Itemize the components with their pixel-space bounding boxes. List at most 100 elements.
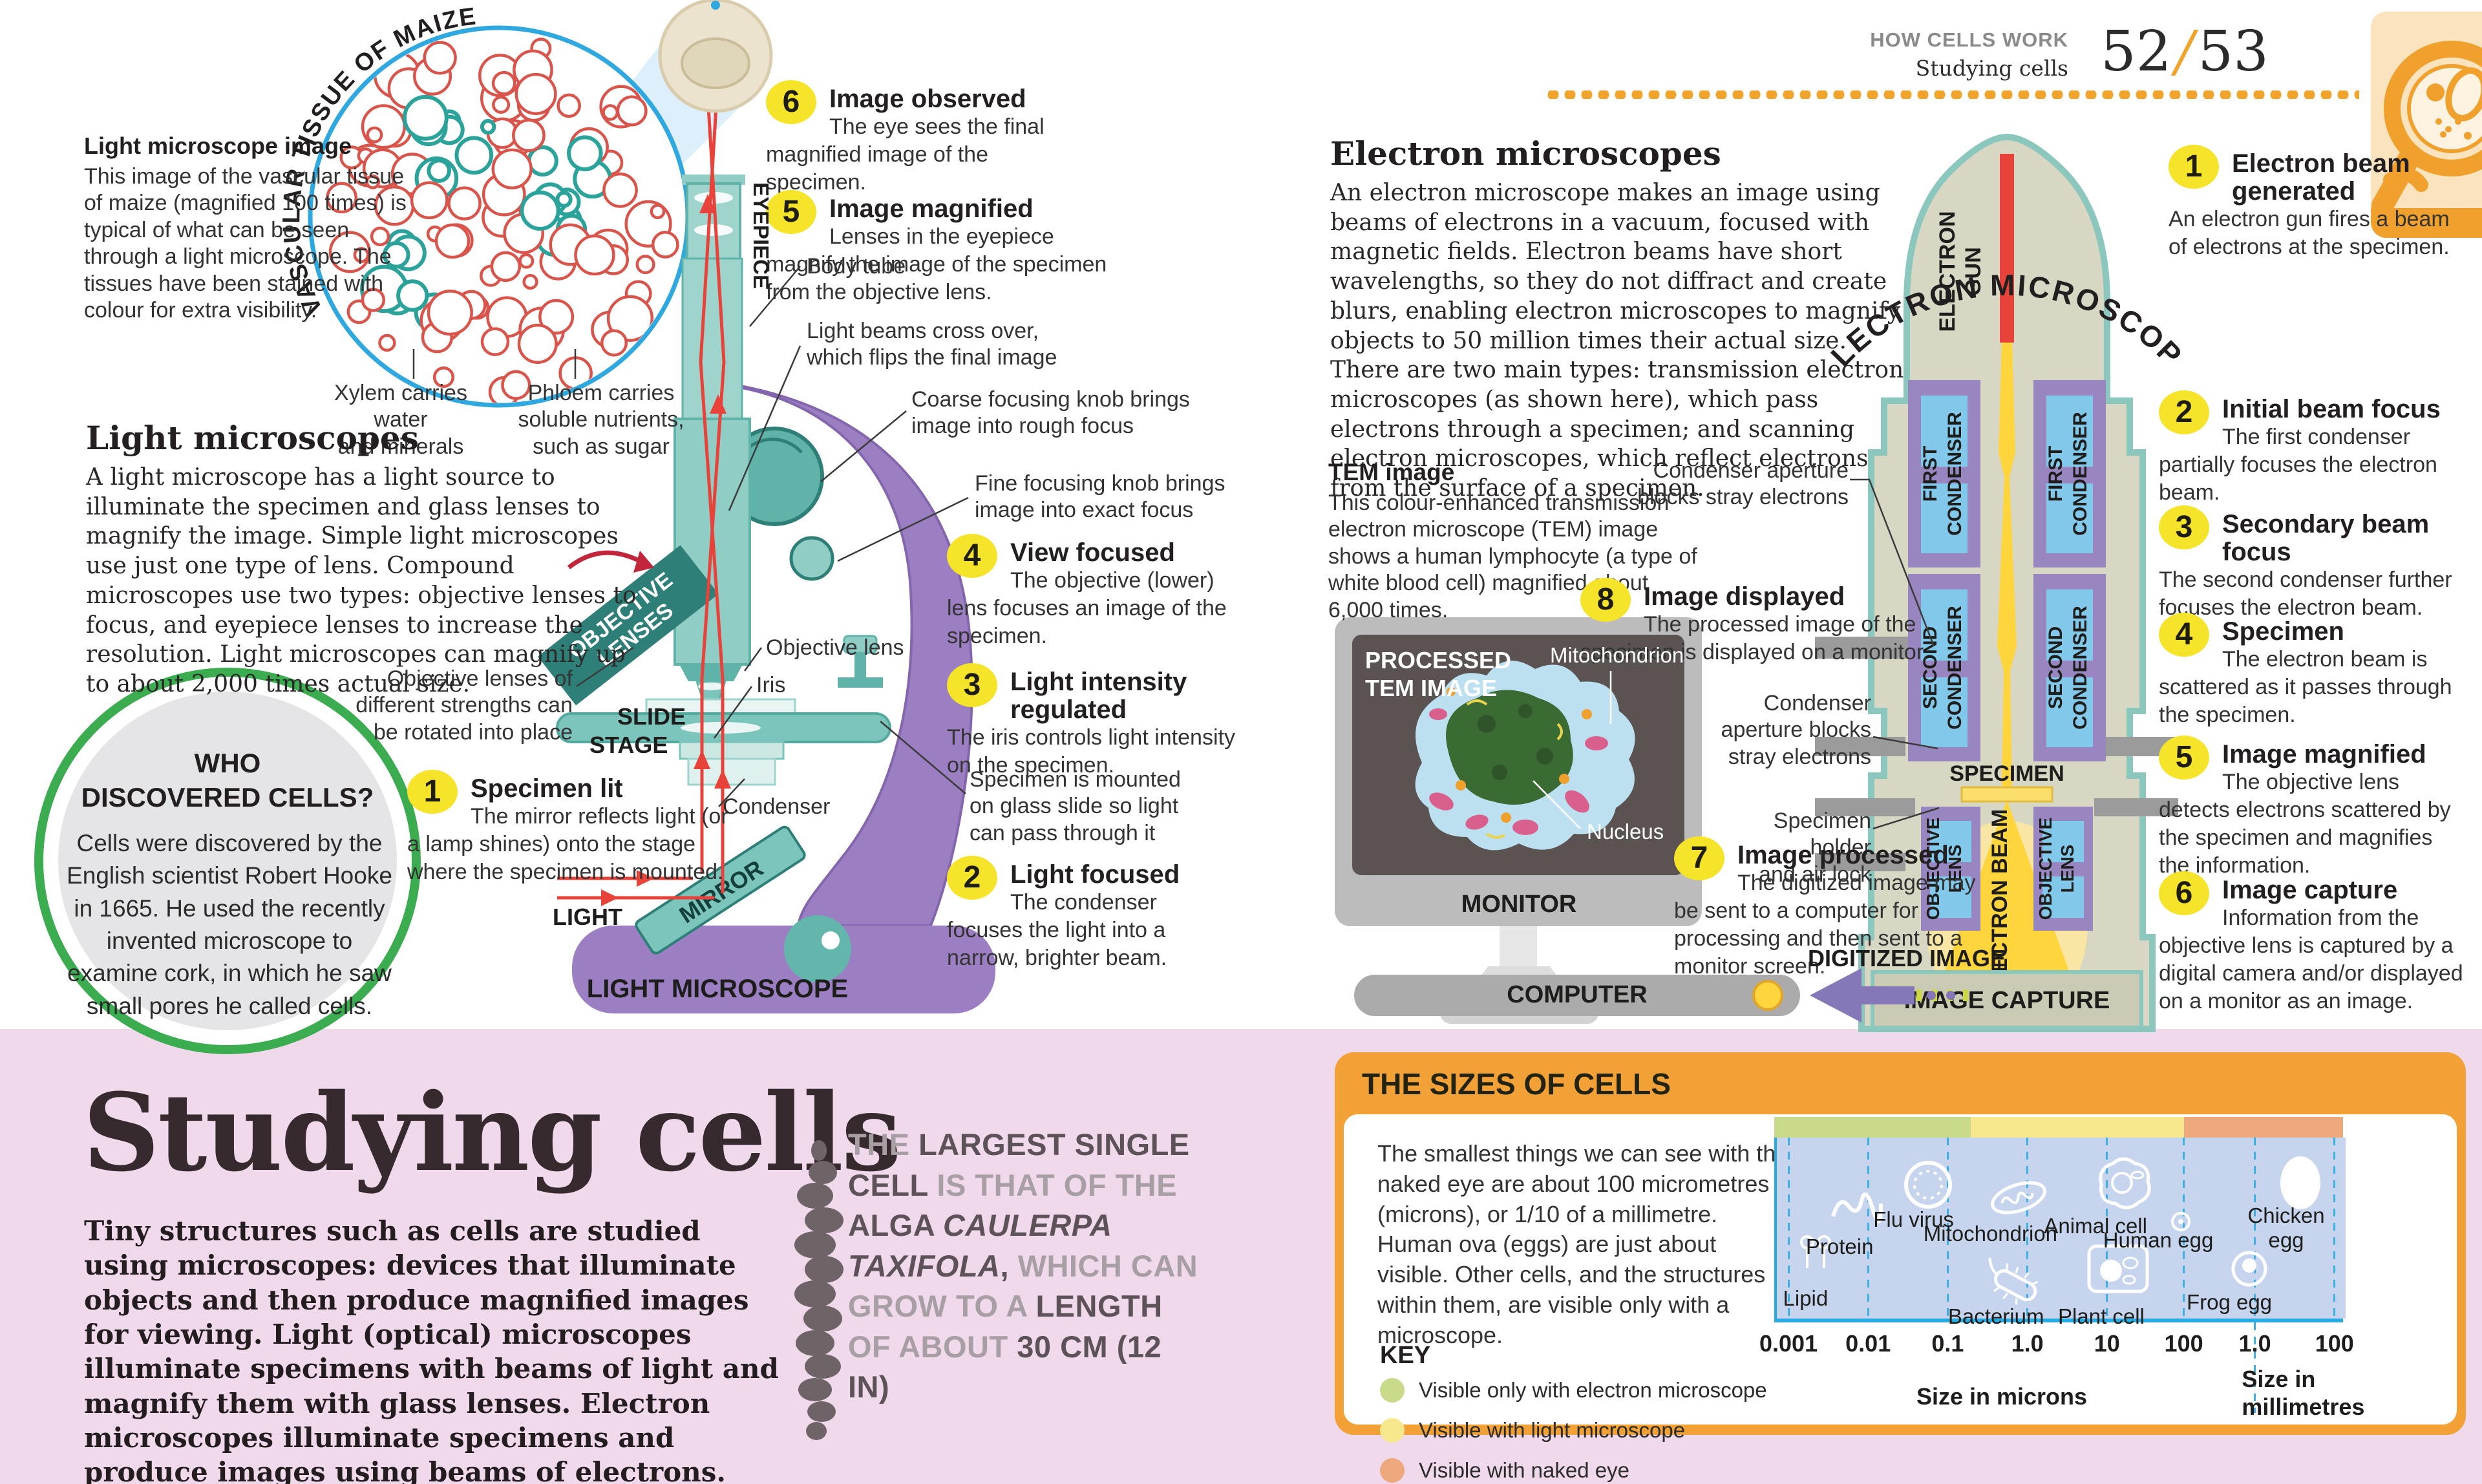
step-title: Image displayed [1644,582,1845,611]
monitor-illustration [1335,617,1971,1024]
mito-icon [1983,1175,2054,1224]
step-body: The second condenser further focuses the… [2159,567,2452,620]
step-body: The iris controls light intensity on the… [947,725,1235,778]
quote-segment: IS THAT OF THE [928,1167,1178,1202]
chart-tick-label: 100 [2315,1330,2354,1357]
xylem-label: Xylem carries water and minerals [334,381,467,459]
step-title: View focused [1010,538,1175,567]
step-badge: 7 [1674,836,1724,880]
animal-icon [2088,1150,2159,1218]
quote-segment: LARGEST SINGLE CELL [848,1127,1190,1202]
organism-label: Animal cell [2044,1214,2147,1238]
step-badge: 2 [947,856,997,900]
chart-strip-segment [1970,1117,2184,1138]
caption-title: Light microscope image [84,132,352,159]
quote-segment: OF ABOUT [848,1329,1017,1364]
step-title: Specimen lit [471,774,623,803]
organism-label: Frog egg [2186,1290,2273,1314]
key-swatch [1380,1458,1405,1483]
step-title: Secondary beam focus [2222,510,2430,567]
micrograph-caption: Light microscope image This image of the… [84,132,407,324]
fine-knob-label: Fine focusing knob brings image into exa… [975,471,1225,523]
step-initial-beam-focus: 2 Initial beam focus The first condenser… [2159,390,2476,507]
step-badge: 4 [947,534,997,578]
step-badge: 3 [947,663,997,707]
screen-title: PROCESSED TEM IMAGE [1365,647,1512,702]
maize-micrograph [308,25,690,408]
step-title: Electron beam generated [2232,149,2410,206]
step-specimen: 4 Specimen The electron beam is scattere… [2159,613,2463,729]
svg-text:CONDENSER: CONDENSER [2070,606,2091,730]
chart-gridline [2026,1138,2029,1322]
step-body: The objective lens detects electrons sca… [2159,770,2451,878]
chart-gridline [2106,1138,2108,1322]
monitor-caption: MONITOR [1461,891,1577,918]
step-image-magnified-em: 5 Image magnified The objective lens det… [2159,736,2469,880]
organism-label: Flu virus [1873,1207,1954,1231]
svg-text:FIRST: FIRST [1920,446,1941,502]
chart-tick-label: 10 [2094,1330,2120,1357]
svg-text:FIRST: FIRST [2045,446,2066,502]
sizes-box-panel: The smallest things we can see with the … [1344,1114,2457,1483]
chart-strip-segment [2183,1117,2343,1138]
tem-title: TEM image [1328,459,1455,485]
chapter-corner-icon [2371,12,2482,238]
who-circle [34,668,421,1054]
quote-segment: ALGA [848,1208,943,1242]
step-light-focused: 2 Light focused The condenser focuses th… [947,856,1238,972]
chart-area [1774,1138,2346,1319]
svg-text:SPECIMEN: SPECIMEN [1949,761,2064,786]
light-microscopes-body: A light microscope has a light source to… [86,464,637,698]
organism-label: Chicken egg [2247,1203,2325,1252]
organism-label: Lipid [1783,1286,1829,1310]
svg-text:CONDENSER: CONDENSER [2070,412,2091,536]
quote-segment: WHICH CAN GROW TO A [848,1248,1198,1324]
footer-intro: Tiny structures such as cells are studie… [84,1215,779,1484]
chart-axis [1774,1319,2343,1322]
chart-xlabel-microns: Size in microns [1916,1383,2088,1410]
iris-label: Iris [756,673,786,697]
lipid-icon [1794,1235,1840,1280]
chart-tick-label: 1.0 [2238,1330,2271,1357]
organism-label: Protein [1805,1235,1874,1258]
organism-label: Plant cell [2058,1304,2145,1328]
step-specimen-lit: 1 Specimen lit The mirror reflects light… [407,770,730,886]
step-image-processed: 7 Image processed The digitized image ma… [1674,836,1997,980]
who-title: WHO DISCOVERED CELLS? [81,748,374,812]
step-body: Information from the objective lens is c… [2159,906,2463,1013]
plant-icon [2083,1240,2154,1301]
electron-beam-shape [1944,343,2070,973]
nucleus-label: Nucleus [1587,820,1664,843]
phloem-label: Phloem carries soluble nutrients, such a… [518,381,684,459]
step-badge: 5 [766,190,816,234]
quote-segment: 30 CM (12 IN) [848,1329,1162,1404]
step-badge: 4 [2159,613,2209,657]
sizes-box-body: The smallest things we can see with the … [1377,1140,1789,1348]
step-title: Light intensity regulated [1010,668,1187,725]
leader-lines [412,266,1940,830]
quote-segment: THE [848,1127,919,1161]
digitized-image-label: DIGITIZED IMAGE [1808,945,2006,971]
quote-segment: , [1000,1248,1018,1283]
electron-microscopes-body: An electron microscope makes an image us… [1330,180,1904,502]
svg-text:GUN: GUN [1961,247,1986,296]
body-tube-label: Body tube [807,254,906,279]
light-microscope-illustration: OBJECTIVE LENSES MIRROR [537,0,995,1013]
organism-label: Human egg [2103,1228,2214,1252]
step-badge: 6 [2159,871,2209,915]
chart-tick-label: 0.1 [1931,1330,1964,1357]
step-title: Image magnified [829,195,1034,223]
caption-body: This image of the vascular tissue of mai… [84,164,407,323]
organism-label: Mitochondrion [1923,1222,2058,1246]
svg-text:ELECTRON: ELECTRON [1935,211,1960,332]
svg-text:LENS: LENS [1945,845,1965,893]
step-image-magnified: 5 Image magnified Lenses in the eyepiece… [766,190,1115,306]
ray-arrowheads [601,194,731,906]
svg-text:CONDENSER: CONDENSER [1944,412,1966,536]
step-title: Light focused [1010,860,1180,889]
key-label: Visible with naked eye [1419,1458,1629,1482]
